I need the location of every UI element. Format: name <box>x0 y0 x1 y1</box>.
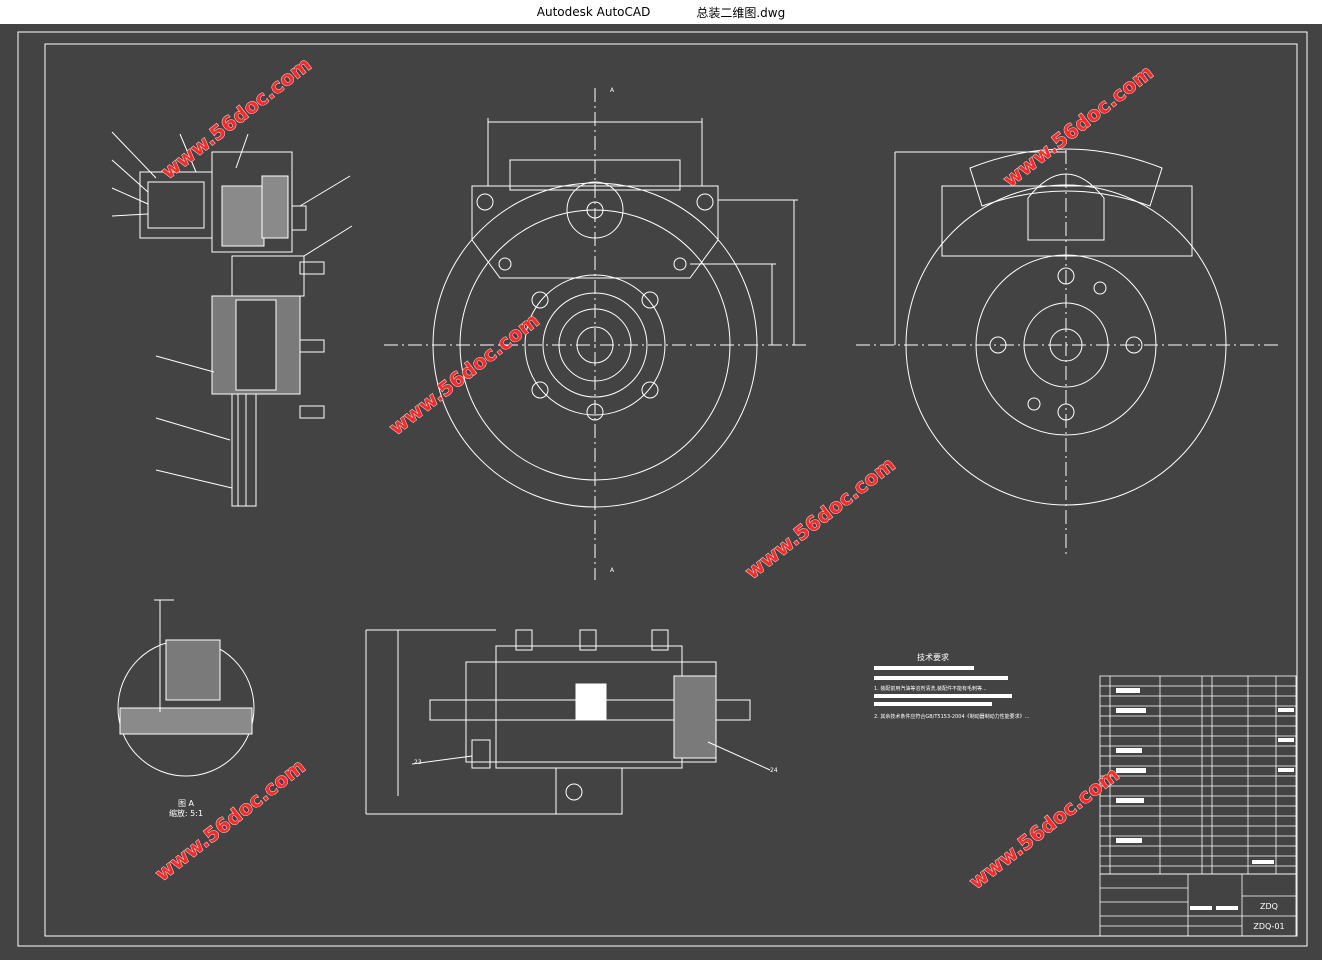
tech-req-title: 技术要求 <box>917 652 949 662</box>
file-name: 总装二维图.dwg <box>696 5 786 20</box>
balloon-24: 24 <box>770 767 778 774</box>
parts-list <box>1099 675 1297 937</box>
top-view <box>365 629 771 815</box>
detail-a-scale: 缩放: 5:1 <box>169 808 203 818</box>
parts-list-fills <box>1116 688 1294 910</box>
rear-view <box>856 148 1278 555</box>
outer-frame <box>17 31 1308 947</box>
app-name: Autodesk AutoCAD <box>536 5 651 19</box>
detail-a-title: 图 A <box>178 799 195 808</box>
section-view <box>111 131 353 507</box>
tech-req-line-2: 2. 其余技术条件应符合GB/T5153-2004《制动器制动力性能要求》... <box>874 713 1030 720</box>
section-marker-bottom: A <box>610 567 615 574</box>
front-view <box>384 88 806 580</box>
tech-req-line-1: 1. 装配前用汽油等溶剂清洗,装配件不能有毛刺等... <box>874 685 987 692</box>
detail-a-view <box>117 599 255 777</box>
balloon-23: 23 <box>414 759 422 766</box>
window-title-bar: Autodesk AutoCAD 总装二维图.dwg <box>0 0 1322 24</box>
title-block-drawing-name: ZDQ <box>1260 902 1278 911</box>
watermark-4: www.56doc.com <box>740 452 899 584</box>
watermark-2: www.56doc.com <box>998 60 1157 192</box>
watermark-3: www.56doc.com <box>384 308 543 440</box>
tech-requirements: 技术要求 1. 装配前用汽油等溶剂清洗,装配件不能有毛刺等... 2. 其余技术… <box>874 652 1030 720</box>
cad-drawing: 图 A 缩放: 5:1 23 24 A A 技术要求 1. 装配前用汽油等溶剂清… <box>17 31 1308 947</box>
section-marker-top: A <box>610 87 615 94</box>
drawing-canvas[interactable]: 图 A 缩放: 5:1 23 24 A A 技术要求 1. 装配前用汽油等溶剂清… <box>0 24 1322 960</box>
inner-frame <box>44 43 1298 937</box>
watermark-5: www.56doc.com <box>150 754 309 886</box>
title-block-drawing-number: ZDQ-01 <box>1253 922 1284 931</box>
